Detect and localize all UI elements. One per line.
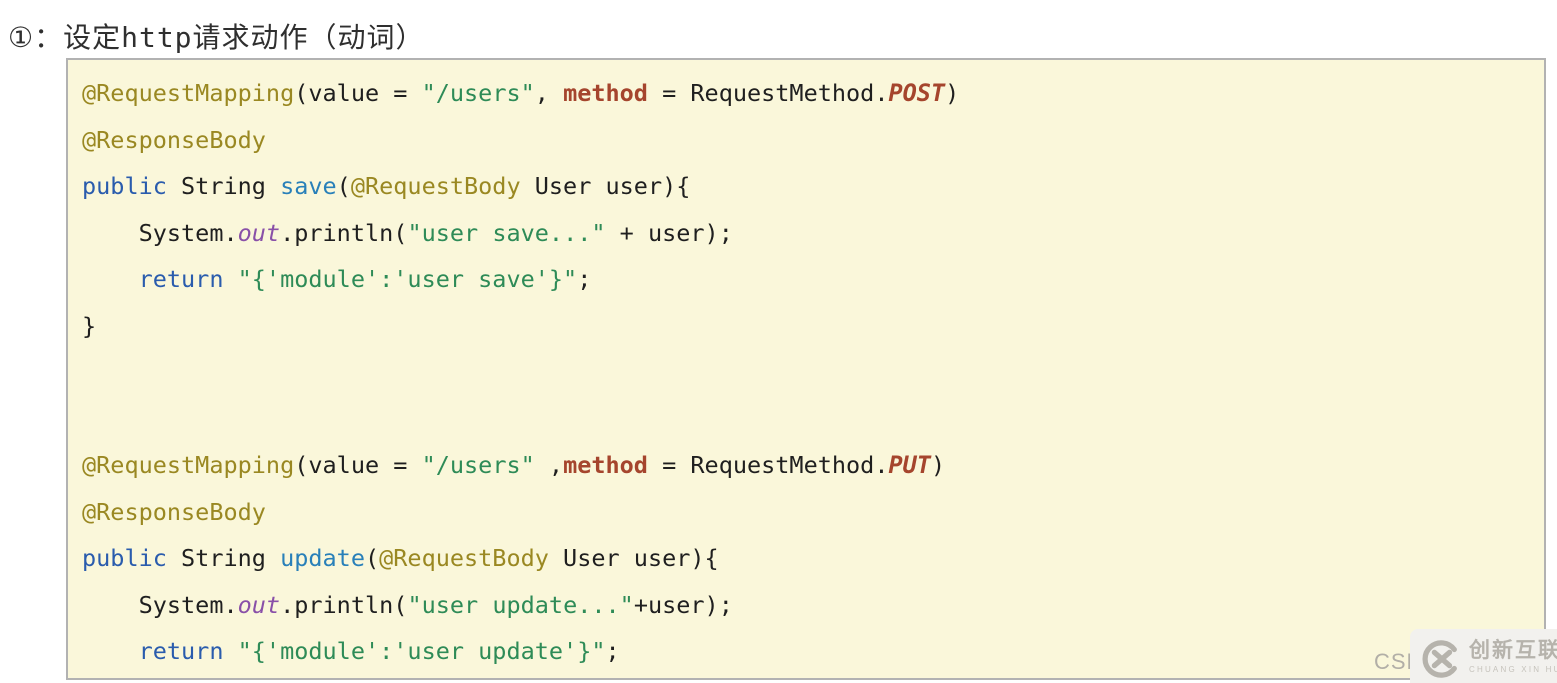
code-token: update: [280, 544, 365, 572]
code-token: method: [563, 451, 648, 479]
code-token: [223, 637, 237, 665]
code-token: [82, 637, 139, 665]
code-token: ,: [534, 79, 564, 107]
brand-text-column: 创新互联 CHUANG XIN HU LIAN: [1469, 639, 1557, 674]
code-token: + user);: [605, 218, 733, 247]
code-block: @RequestMapping(value = "/users", method…: [66, 58, 1546, 680]
code-token: System.: [82, 590, 238, 619]
code-token: [82, 265, 139, 293]
code-token: return: [138, 637, 224, 665]
code-token: method: [563, 79, 648, 107]
code-token: save: [280, 172, 337, 200]
code-token: (: [364, 544, 380, 572]
code-token: = RequestMethod.: [647, 451, 889, 479]
code-line: }: [82, 303, 1534, 350]
code-token: = RequestMethod.: [647, 79, 889, 107]
code-line: System.out.println("user update..."+user…: [82, 582, 1534, 629]
code-line: }: [82, 675, 1534, 679]
code-token: public: [82, 172, 167, 200]
code-token: "/users": [421, 451, 535, 479]
brand-name: 创新互联: [1469, 639, 1557, 662]
code-token: .println(: [280, 590, 408, 619]
code-token: System.: [82, 218, 238, 247]
code-token: String: [166, 172, 281, 200]
code-token: ,: [534, 451, 564, 479]
code-token: ): [930, 451, 946, 479]
code-line: @RequestMapping(value = "/users" ,method…: [82, 442, 1534, 489]
code-token: String: [166, 544, 281, 572]
code-token: @RequestMapping: [82, 451, 295, 479]
code-token: "user update...": [407, 590, 634, 619]
code-line: return "{'module':'user save'}";: [82, 256, 1534, 303]
code-token: User user){: [548, 544, 719, 572]
cx-logo-icon: [1422, 640, 1460, 683]
section-heading: ①：设定http请求动作（动词）: [8, 21, 425, 54]
code-token: ;: [577, 265, 592, 293]
code-token: [223, 265, 237, 293]
code-line: @ResponseBody: [82, 117, 1534, 164]
code-token: (: [336, 172, 351, 200]
code-token: out: [237, 218, 281, 247]
code-token: out: [237, 590, 281, 619]
code-line: public String save(@RequestBody User use…: [82, 163, 1534, 210]
code-token: (value =: [294, 79, 422, 107]
code-token: +user);: [633, 590, 733, 619]
code-token: POST: [888, 79, 946, 107]
code-token: @RequestBody: [379, 544, 549, 572]
code-line: public String update(@RequestBody User u…: [82, 535, 1534, 582]
code-token: ;: [605, 637, 620, 665]
code-token: @RequestMapping: [82, 79, 295, 107]
code-content: @RequestMapping(value = "/users", method…: [68, 60, 1544, 679]
code-token: (value =: [294, 451, 422, 479]
code-token: return: [138, 265, 224, 293]
code-line: return "{'module':'user update'}";: [82, 628, 1534, 675]
code-token: public: [82, 544, 167, 572]
code-line: [82, 396, 1534, 443]
code-line: [82, 349, 1534, 396]
brand-watermark-badge: 创新互联 CHUANG XIN HU LIAN: [1410, 629, 1557, 683]
code-token: "{'module':'user update'}": [237, 637, 606, 665]
code-token: ): [945, 79, 960, 107]
code-line: @RequestMapping(value = "/users", method…: [82, 70, 1534, 117]
code-token: .println(: [280, 218, 408, 247]
code-token: @RequestBody: [350, 172, 521, 200]
code-token: User user){: [520, 172, 691, 200]
code-token: @ResponseBody: [82, 497, 266, 526]
code-token: "user save...": [407, 218, 606, 247]
code-token: @ResponseBody: [82, 125, 266, 154]
code-line: System.out.println("user save..." + user…: [82, 210, 1534, 257]
code-token: "/users": [421, 79, 535, 107]
brand-subtitle: CHUANG XIN HU LIAN: [1469, 665, 1557, 674]
code-token: PUT: [888, 451, 931, 479]
code-line: @ResponseBody: [82, 489, 1534, 536]
code-token: "{'module':'user save'}": [237, 265, 578, 293]
code-token: }: [82, 311, 97, 340]
